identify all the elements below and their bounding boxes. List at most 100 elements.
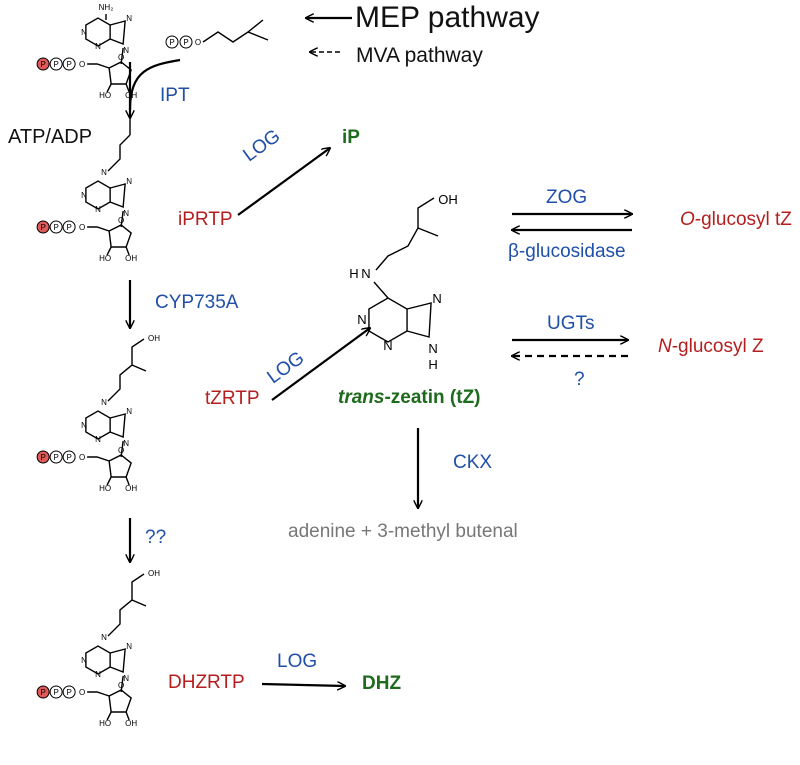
tz-methyl	[417, 227, 439, 237]
hydroxyl-group: OH	[438, 192, 458, 207]
ring-oxygen: O	[118, 216, 124, 225]
gamma-phosphate	[62, 685, 76, 699]
ring-nitrogen: N	[81, 28, 87, 37]
dihydro-side-chain: NOH	[101, 569, 160, 642]
gamma-phosphate-letter: P	[66, 60, 71, 69]
purine-five-ring	[109, 648, 126, 673]
ring-nitrogen: N	[126, 642, 132, 651]
side-chain-nitrogen: N	[101, 168, 107, 177]
hydroxyl-group: HO	[99, 91, 111, 100]
prenyl-chain	[107, 134, 131, 172]
purine-five-ring	[109, 413, 126, 438]
ring-nitrogen: N	[126, 14, 132, 23]
ring-nitrogen: N	[95, 670, 101, 679]
alpha-phosphate	[36, 450, 50, 464]
atp-adp-label: ATP/ADP	[8, 126, 93, 148]
hydroxyl-bond	[106, 246, 112, 256]
mva-pathway-label: MVA pathway	[356, 44, 483, 67]
ribose-5-prime-chain	[87, 691, 110, 697]
glycosidic-bond	[120, 210, 124, 228]
ester-oxygen: O	[79, 60, 85, 69]
hydroxyl-bond	[125, 711, 130, 721]
ribose-5-prime-chain	[87, 456, 110, 462]
ring-nitrogen: N	[383, 338, 392, 353]
ring-hydrogen: H	[428, 357, 437, 372]
iprtp-label: iPRTP	[178, 209, 233, 230]
ring-nitrogen: N	[123, 439, 129, 448]
beta-phosphate-letter: P	[53, 223, 58, 232]
cyp735a-label: CYP735A	[155, 292, 239, 313]
dmapp-oxygen: O	[195, 38, 201, 47]
glycosidic-bond	[120, 47, 124, 65]
hydroxyl-group: OH	[125, 254, 137, 263]
hydroxy-side-chain: NOH	[101, 334, 160, 407]
beta-phosphate-letter: P	[53, 60, 58, 69]
ribose-ring	[108, 454, 132, 478]
gamma-phosphate	[62, 57, 76, 71]
trans-zeatin-label: trans-zeatin (tZ)	[338, 388, 481, 407]
gamma-phosphate	[62, 220, 76, 234]
purine-five-ring	[109, 183, 126, 208]
hydroxyl-bond	[106, 476, 112, 486]
ester-oxygen: O	[79, 223, 85, 232]
n-prefix: N	[658, 336, 672, 357]
ring-nitrogen: N	[123, 674, 129, 683]
glycosidic-bond	[120, 440, 124, 458]
dmapp-phosphate-letter: P	[183, 38, 188, 47]
alpha-phosphate	[36, 57, 50, 71]
alpha-phosphate-letter: P	[40, 453, 45, 462]
ring-nitrogen: N	[126, 177, 132, 186]
beta-phosphate-letter: P	[53, 453, 58, 462]
hydroxyl-group: OH	[125, 719, 137, 728]
unknown-enzyme-label: ??	[145, 527, 167, 548]
gamma-phosphate-letter: P	[66, 453, 71, 462]
ring-oxygen: O	[118, 446, 124, 455]
tz-side-chain	[375, 197, 435, 271]
beta-phosphate	[49, 220, 63, 234]
beta-phosphate	[49, 685, 63, 699]
ring-nitrogen: N	[95, 42, 101, 51]
ester-oxygen: O	[79, 688, 85, 697]
ring-nitrogen: N	[428, 341, 437, 356]
ipt-label: IPT	[160, 85, 190, 106]
ring-nitrogen: N	[81, 656, 87, 665]
log-dhz-arrow	[261, 684, 345, 686]
hydroxyl-bond	[106, 83, 112, 93]
dmapp-phosphate	[179, 35, 193, 49]
dmapp-phosphate	[165, 35, 179, 49]
ester-oxygen: O	[79, 453, 85, 462]
unknown-reverse-label: ?	[574, 369, 585, 390]
zog-label: ZOG	[546, 187, 588, 208]
side-chain-nitrogen: N	[361, 266, 370, 281]
log-ip-arrow	[237, 148, 330, 216]
ring-nitrogen: N	[95, 205, 101, 214]
ribose-5-prime-chain	[87, 63, 110, 69]
beta-phosphate	[49, 450, 63, 464]
alpha-phosphate-letter: P	[40, 60, 45, 69]
gamma-phosphate-letter: P	[66, 223, 71, 232]
o-prefix: O	[680, 209, 695, 230]
alpha-phosphate-letter: P	[40, 223, 45, 232]
ring-nitrogen: N	[126, 407, 132, 416]
ribose-ring	[108, 689, 132, 713]
ring-nitrogen: N	[123, 46, 129, 55]
hydroxyl-group: HO	[99, 254, 111, 263]
glycosidic-bond	[120, 675, 124, 693]
log-tz-arrow	[271, 328, 370, 401]
dmapp-methyl	[247, 31, 269, 41]
n-glucosyl-z-label: N-glucosyl Z	[658, 337, 764, 356]
degradation-products-label: adenine + 3-methyl butenal	[288, 521, 518, 542]
hydroxyl-group: OH	[148, 569, 160, 578]
ring-nitrogen: N	[95, 435, 101, 444]
alpha-phosphate	[36, 685, 50, 699]
tz-five-ring	[406, 302, 432, 338]
ring-nitrogen: N	[123, 209, 129, 218]
hydroxyl-group: OH	[148, 334, 160, 343]
hydroxyl-group: HO	[99, 719, 111, 728]
mep-pathway-label: MEP pathway	[355, 1, 540, 34]
hydroxy-chain	[107, 338, 145, 402]
